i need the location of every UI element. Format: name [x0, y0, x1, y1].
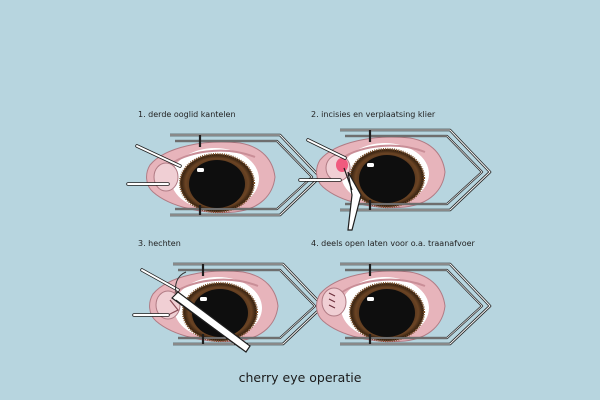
sutures [328, 292, 336, 309]
panel-step-1 [126, 133, 322, 217]
step-2-label: 2. incisies en verplaatsing klier [311, 110, 436, 119]
panel-step-2 [298, 128, 492, 231]
panel-step-4 [315, 262, 492, 346]
third-eyelid-gland [153, 162, 179, 192]
step-1-label: 1. derde ooglid kantelen [138, 110, 236, 119]
panel-step-3 [132, 262, 325, 353]
needle-holder-icon [171, 291, 251, 353]
gland-incision [336, 158, 348, 172]
step-4-label: 4. deels open laten voor o.a. traanafvoe… [311, 239, 475, 248]
diagram-caption: cherry eye operatie [238, 370, 362, 385]
scalpel-icon [343, 167, 362, 231]
step-3-label: 3. hechten [138, 239, 181, 248]
